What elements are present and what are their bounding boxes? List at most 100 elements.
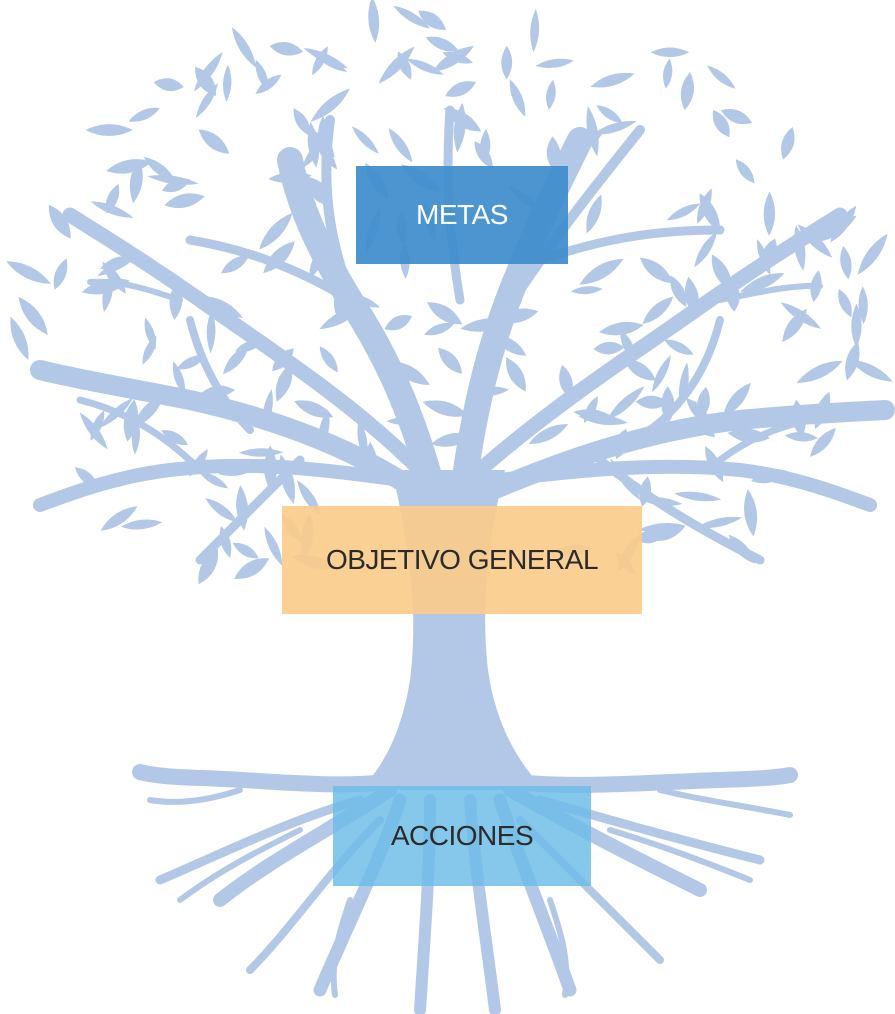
leaf-90 [430, 432, 473, 447]
leaf-126 [694, 231, 717, 268]
leaf-75 [386, 416, 424, 426]
leaf-131 [153, 78, 184, 92]
leaf-60 [393, 5, 431, 29]
leaf-93 [279, 454, 296, 504]
leaf-168 [227, 459, 275, 473]
leaf-139 [99, 397, 134, 428]
leaf-143 [474, 141, 493, 169]
leaf-149 [198, 129, 230, 154]
leaf-35 [684, 276, 699, 316]
leaf-127 [262, 389, 273, 431]
root-12 [177, 827, 303, 903]
leaf-95 [263, 445, 278, 492]
leaf-32 [422, 400, 469, 417]
leaf-209 [638, 523, 683, 532]
objetivo-general-label: OBJETIVO GENERAL [325, 544, 599, 575]
leaf-229 [586, 194, 602, 234]
root-14 [147, 787, 243, 805]
leaf-59 [570, 286, 603, 295]
leaf-117 [74, 467, 99, 488]
leaf-150 [131, 417, 140, 455]
leaf-223 [793, 225, 806, 271]
objetivo-general-box: OBJETIVO GENERAL [282, 506, 642, 614]
leaf-156 [586, 106, 599, 157]
leaf-142 [164, 193, 205, 209]
leaf-114 [255, 74, 282, 94]
leaf-177 [620, 330, 635, 359]
branch-7 [493, 459, 877, 512]
metas-box: METAS [356, 166, 568, 264]
leaf-76 [384, 315, 412, 331]
leaf-196 [528, 423, 569, 445]
leaf-173 [680, 72, 694, 111]
leaf-37 [131, 389, 165, 400]
leaf-31 [579, 258, 624, 285]
leaf-103 [120, 519, 163, 530]
leaf-62 [727, 428, 770, 443]
leaf-186 [85, 124, 133, 137]
leaf-220 [796, 217, 841, 243]
leaf-216 [723, 382, 751, 417]
leaf-170 [784, 432, 818, 442]
branch-4 [62, 207, 428, 478]
leaf-29 [319, 305, 364, 330]
leaf-7 [666, 203, 701, 221]
leaf-84 [638, 497, 683, 506]
leaf-159 [662, 58, 673, 89]
leaf-152 [744, 489, 758, 537]
root-15 [657, 787, 793, 818]
leaf-163 [497, 308, 539, 324]
leaf-162 [79, 412, 108, 450]
leaf-36 [48, 204, 71, 239]
leaf-208 [128, 107, 160, 122]
leaf-190 [845, 341, 860, 381]
tree-leaves [6, 0, 893, 585]
leaf-69 [711, 254, 732, 291]
leaf-112 [176, 355, 206, 370]
leaf-9 [357, 418, 368, 462]
leaf-124 [129, 159, 143, 204]
branch-18 [716, 411, 844, 464]
leaf-120 [697, 386, 710, 419]
leaf-137 [840, 245, 852, 280]
leaf-82 [546, 136, 561, 172]
leaf-198 [172, 361, 186, 396]
leaf-219 [673, 491, 722, 502]
leaf-104 [559, 365, 573, 399]
leaf-121 [796, 360, 843, 383]
leaf-66 [427, 302, 463, 325]
branch-12 [186, 316, 254, 434]
leaf-210 [712, 110, 730, 138]
leaf-192 [389, 361, 430, 385]
leaf-88 [606, 386, 645, 421]
leaf-222 [333, 283, 344, 319]
leaf-128 [797, 224, 833, 258]
leaf-172 [678, 362, 689, 408]
leaf-118 [506, 357, 526, 392]
leaf-25 [368, 0, 380, 43]
leaf-17 [378, 46, 415, 84]
leaf-96 [593, 341, 625, 355]
leaf-116 [316, 219, 331, 263]
leaf-227 [310, 88, 351, 122]
leaf-206 [90, 201, 134, 218]
leaf-122 [161, 430, 189, 446]
leaf-91 [781, 127, 795, 160]
leaf-87 [406, 58, 444, 75]
leaf-215 [573, 409, 613, 420]
leaf-102 [728, 534, 755, 564]
leaf-86 [206, 310, 216, 354]
leaf-53 [642, 296, 674, 325]
leaf-207 [144, 317, 156, 350]
metas-label: METAS [416, 199, 508, 230]
leaf-74 [650, 47, 690, 58]
leaf-100 [596, 105, 623, 123]
leaf-164 [313, 52, 348, 73]
leaf-167 [219, 526, 232, 558]
root-16 [330, 897, 353, 998]
leaf-94 [294, 400, 334, 418]
leaf-6 [388, 128, 413, 163]
leaf-5 [473, 386, 509, 396]
leaf-20 [199, 471, 229, 489]
leaf-34 [851, 303, 862, 348]
